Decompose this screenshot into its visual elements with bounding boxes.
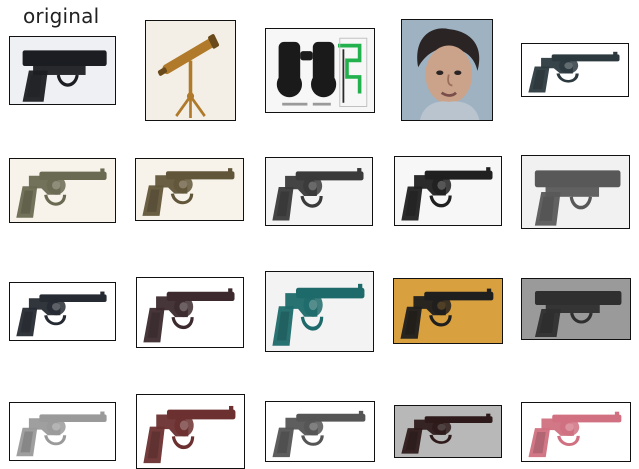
image-thumb-r2-c1 [136,277,244,348]
image-thumb-r0-c2 [265,28,375,113]
image-thumb-r0-c4 [521,43,629,97]
image-thumb-r3-c2 [265,401,375,462]
image-thumb-r3-c1 [136,394,245,469]
image-thumb-r0-c1 [145,20,236,121]
image-thumb-r1-c1 [135,158,244,221]
image-thumb-r1-c2 [265,157,373,226]
revolver-icon [522,403,630,461]
figure-title: original [23,4,100,28]
revolver-icon [137,278,243,347]
image-thumb-r3-c3 [394,405,502,458]
image-thumb-r1-c3 [394,156,502,226]
revolver-icon [10,283,115,340]
revolver-icon [136,159,243,220]
revolver-icon [395,157,501,225]
image-thumb-r0-c3 [401,19,493,121]
revolver-icon [266,272,373,351]
image-thumb-r3-c4 [521,402,631,462]
image-thumb-r1-c0 [9,158,116,223]
revolver-icon [522,44,628,96]
image-thumb-r2-c3 [393,278,503,344]
binoculars-diagram-icon [266,29,374,112]
revolver-icon [10,403,115,460]
revolver-icon [266,158,372,225]
face-photo-icon [402,20,492,120]
telescope-icon [146,21,235,120]
pistol-icon [522,279,630,339]
image-thumb-r2-c4 [521,278,631,340]
image-thumb-r1-c4 [521,155,630,229]
revolver-icon [395,406,501,457]
revolver-icon [266,402,374,461]
revolver-icon [10,159,115,222]
image-thumb-r2-c0 [9,282,116,341]
pistol-icon [522,156,629,228]
image-thumb-r3-c0 [9,402,116,461]
image-thumb-r2-c2 [265,271,374,352]
revolver-icon [394,279,502,343]
pistol-icon [10,37,115,104]
image-thumb-r0-c0 [9,36,116,105]
revolver-icon [137,395,244,468]
